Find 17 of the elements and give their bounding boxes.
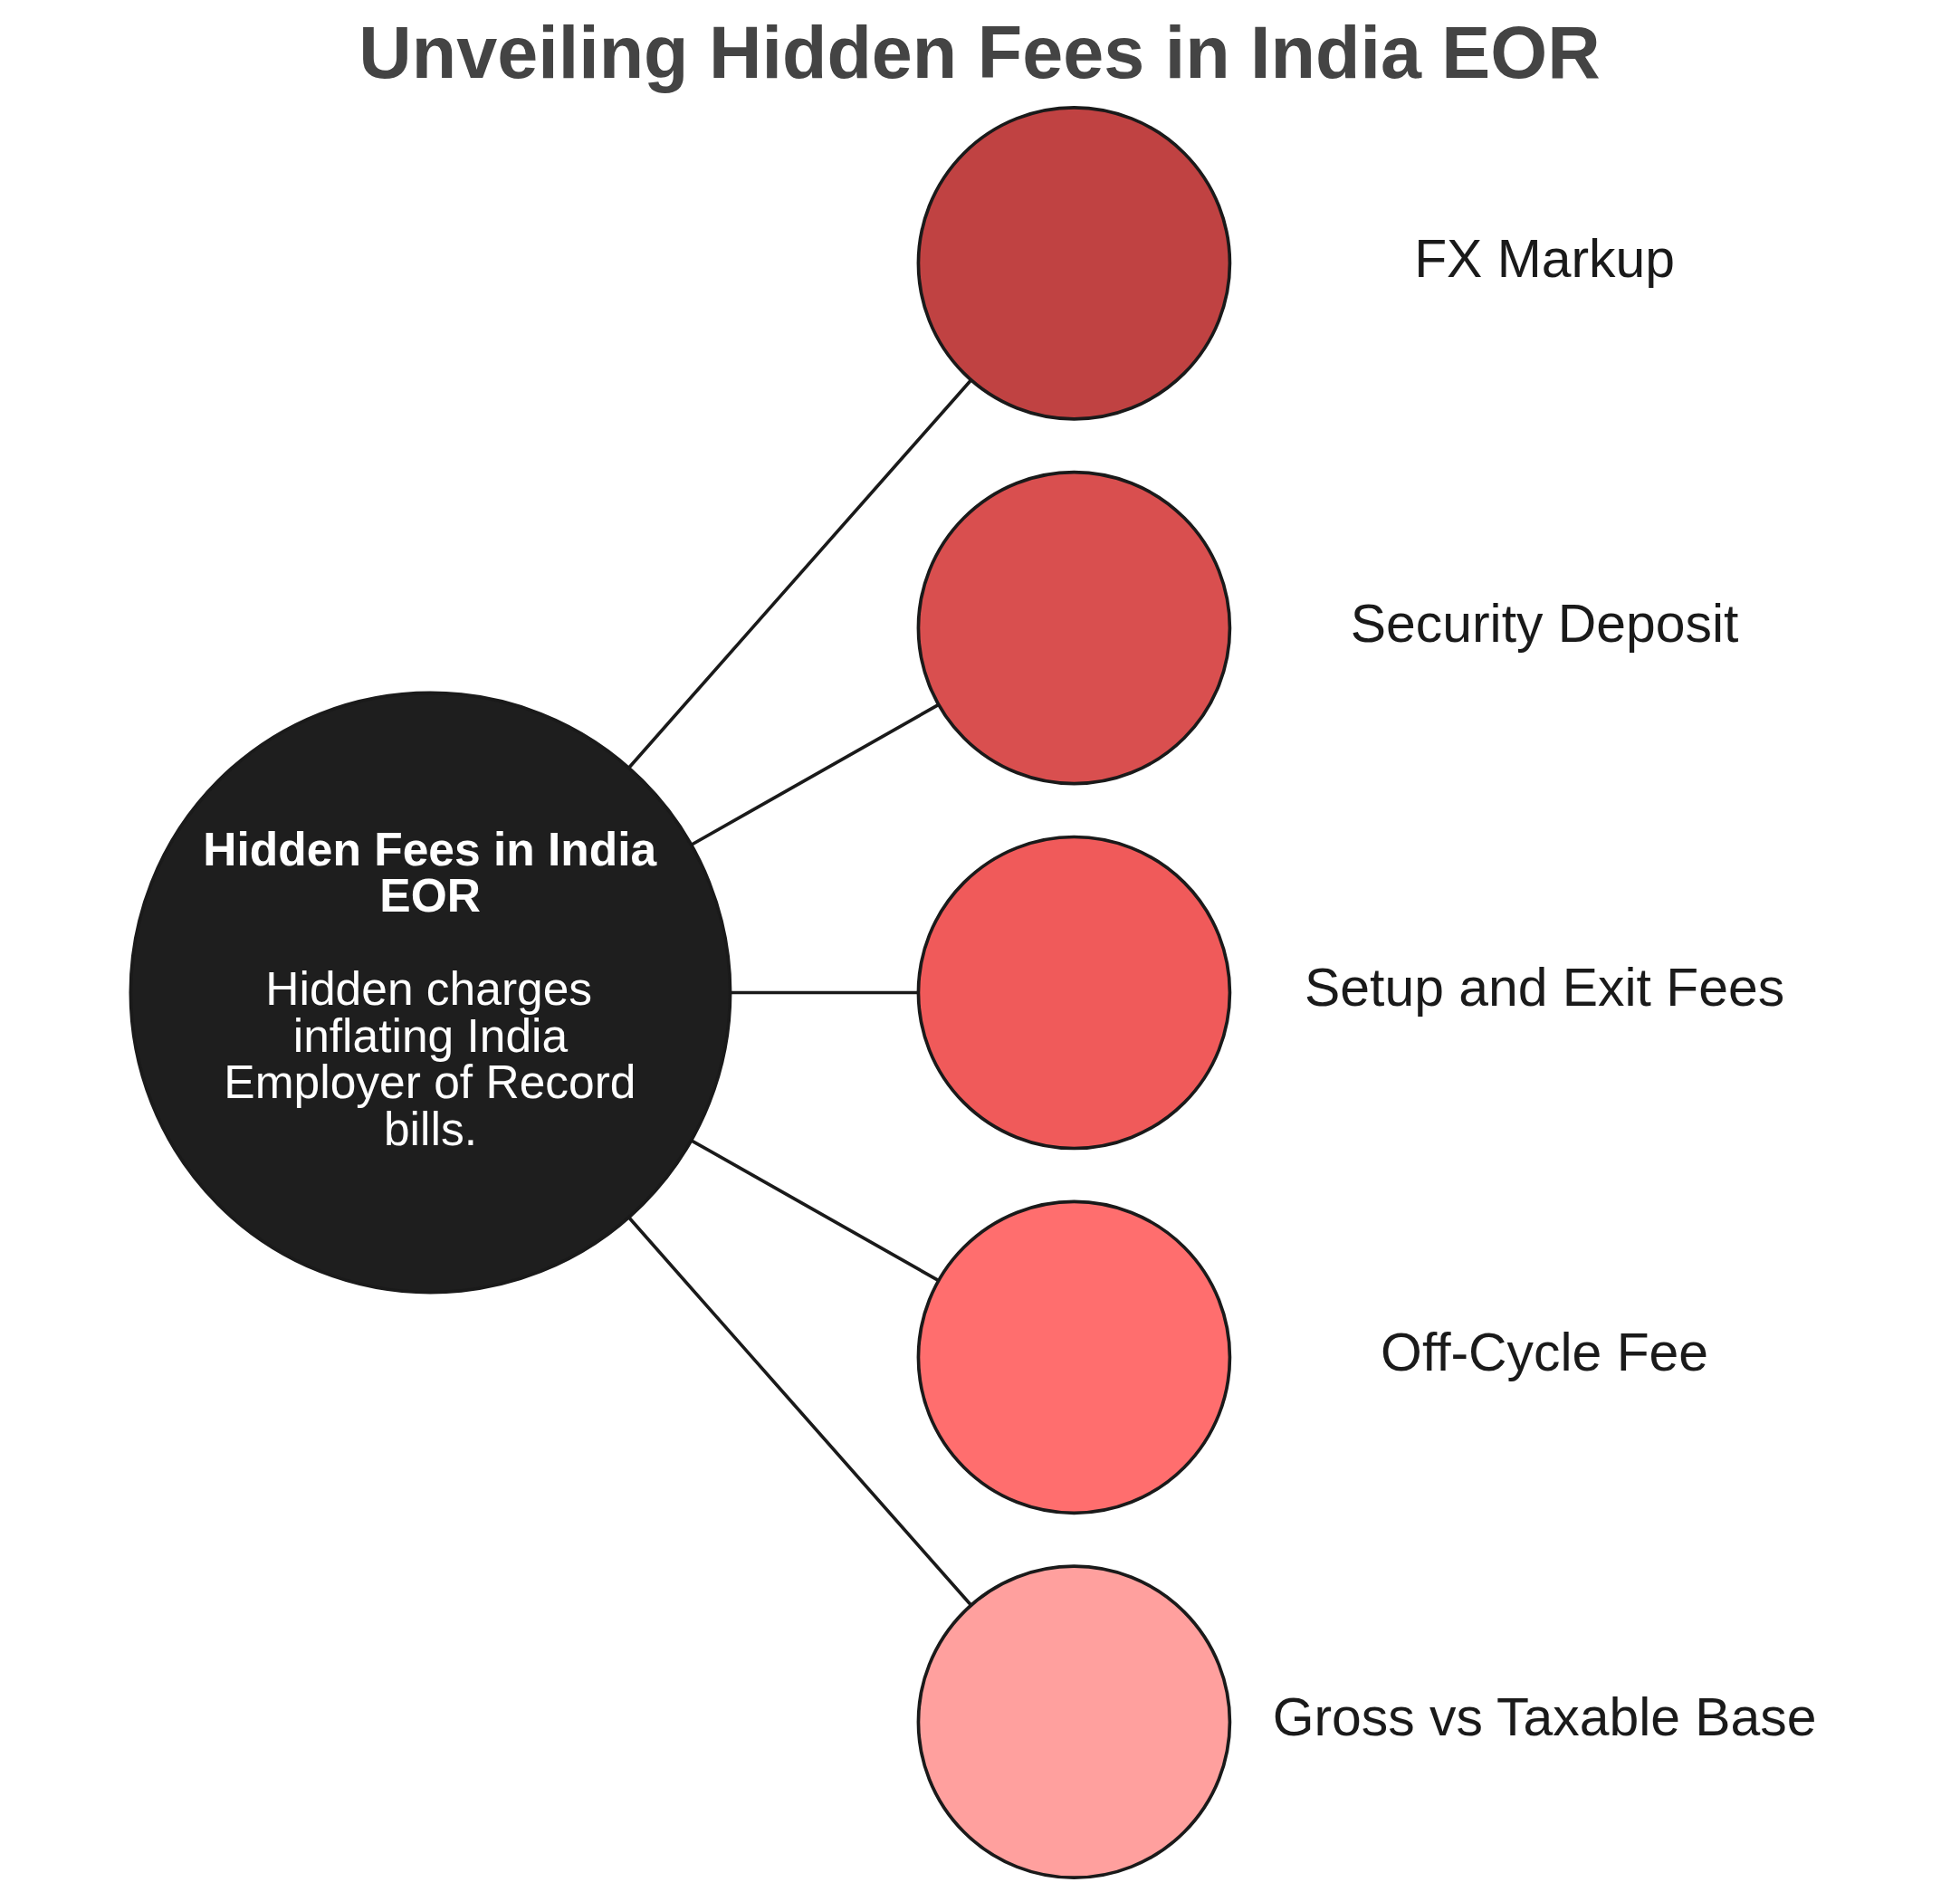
node-label: Off-Cycle Fee [1381,1323,1709,1382]
connector [690,703,940,846]
node-label: FX Markup [1414,228,1676,288]
diagram-title: Unveiling Hidden Fees in India EOR [359,12,1601,94]
connector [690,1139,940,1282]
node-circle [916,1199,1232,1515]
node-circle [916,105,1232,421]
node-circle: Hidden Fees in India EOR Hidden charges inflating India Employer of Record bills. [129,691,732,1295]
node-label: Setup and Exit Fees [1305,958,1785,1018]
connector [627,1216,972,1607]
node-circle [916,835,1232,1151]
connector [731,990,919,995]
node-circle [916,470,1232,786]
connector [627,378,972,769]
node-label: Gross vs Taxable Base [1272,1687,1817,1747]
node-label: Security Deposit [1350,593,1739,653]
node-circle [916,1564,1232,1880]
